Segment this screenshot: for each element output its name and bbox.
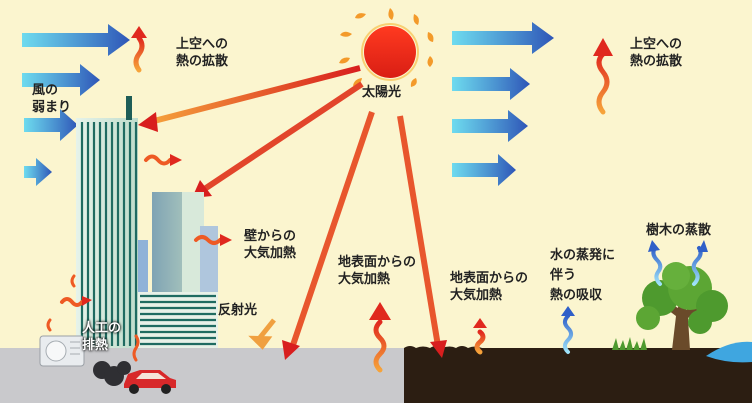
label-line: 排熱 [82,338,109,353]
label-line: 大気加熱 [244,246,297,261]
label-wind-weakening: 風の 弱まり [32,82,71,116]
label-line: 伴う [550,268,577,283]
label-heat-diffusion-right: 上空への 熱の拡散 [630,36,682,70]
heat-arrowheads [82,154,232,306]
label-wall-heating: 壁からの 大気加熱 [244,228,296,262]
heat-arrowheads [131,26,613,328]
label-sunlight: 太陽光 [362,84,401,101]
label-line: 熱の吸収 [550,288,603,303]
sun-icon [339,8,434,87]
green-ground [404,348,752,403]
label-artificial-exhaust: 人工の 排熱 [82,320,121,354]
sunlight-rays [138,65,447,360]
label-line: 水の蒸発に [550,248,616,263]
label-line: 大気加熱 [450,288,503,303]
label-water-evaporation: 水の蒸発に 伴う 熱の吸収 [550,246,615,306]
wind-arrow-icon [452,22,554,186]
label-line: 大気加熱 [338,272,391,287]
label-line: 反射光 [218,303,258,318]
air-conditioner-icon [39,335,85,367]
evaporation-arrowheads [561,240,708,316]
label-heat-diffusion-left: 上空への 熱の拡散 [176,36,228,70]
water-pond [706,341,752,363]
heat-wave-icon [60,154,222,307]
tree-icon [612,262,728,350]
label-line: 人工の [82,321,122,336]
exhaust-smoke [93,361,131,386]
label-line: 熱の拡散 [176,54,229,69]
label-line: 風の [32,83,59,98]
label-ground-heating-city: 地表面からの 大気加熱 [338,254,416,288]
label-line: 上空への [630,37,683,52]
label-line: 太陽光 [362,85,402,100]
heat-wave-icon [133,35,610,373]
label-line: 上空への [176,37,229,52]
car-icon [124,370,176,394]
label-line: 樹木の蒸散 [646,223,712,238]
label-line: 壁からの [244,229,297,244]
label-line: 弱まり [32,100,72,115]
building-icon [76,96,218,348]
label-line: 熱の拡散 [630,54,683,69]
label-line: 地表面からの [450,271,529,286]
label-tree-transpiration: 樹木の蒸散 [646,222,711,239]
heat-wave-icon [46,274,140,362]
label-ground-heating-green: 地表面からの 大気加熱 [450,270,528,304]
evaporation-icon [563,246,703,354]
label-reflected-light: 反射光 [218,302,257,319]
label-line: 地表面からの [338,255,417,270]
wind-arrow-icon [22,24,130,186]
